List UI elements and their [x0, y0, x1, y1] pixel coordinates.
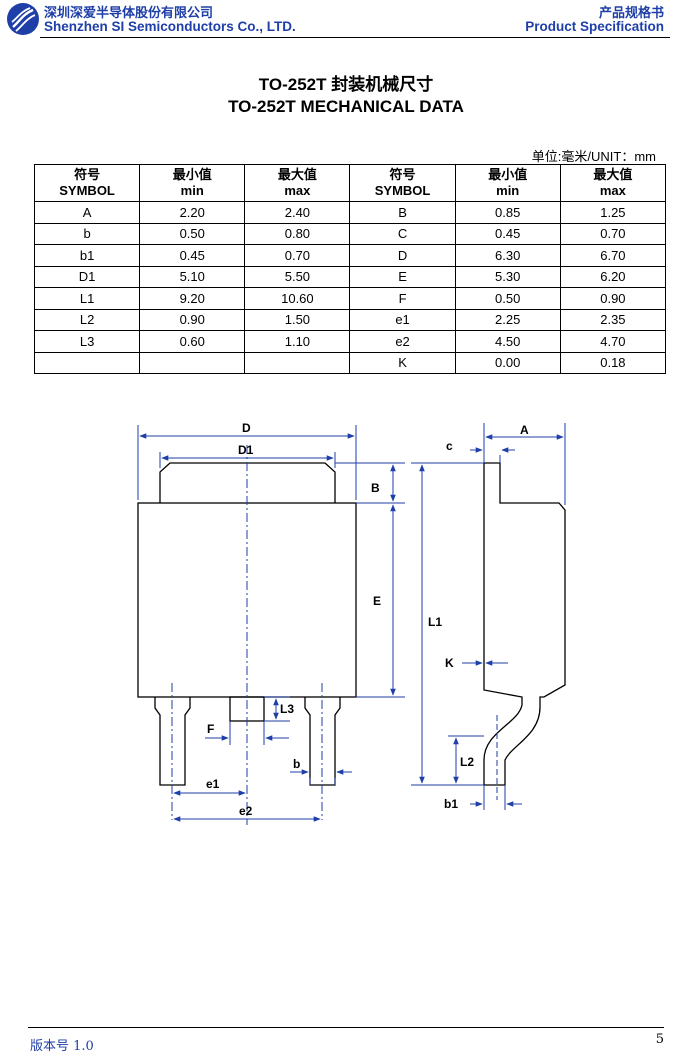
unit-note: 单位:毫米/UNIT：mm	[531, 149, 656, 164]
table-cell: 6.20	[559, 265, 667, 288]
dim-label-F: F	[207, 722, 214, 736]
dim-label-E: E	[373, 594, 381, 608]
table-cell: 5.50	[244, 265, 351, 288]
company-name-cn: 深圳深爱半导体股份有限公司	[44, 5, 214, 20]
table-row: L1 9.20 10.60 F 0.50 0.90	[33, 287, 667, 310]
side-profile	[483, 462, 566, 786]
table-cell: 0.00	[454, 351, 561, 374]
dim-label-L1: L1	[428, 615, 442, 629]
page-number: 5	[655, 1032, 664, 1047]
extension-lines	[137, 425, 405, 785]
dim-label-A: A	[520, 423, 529, 437]
dim-label-b1: b1	[444, 797, 458, 811]
dim-label-e2: e2	[239, 804, 253, 818]
dim-label-K: K	[445, 656, 454, 670]
side-view-labels: A c L1 K L2 b1	[428, 423, 529, 811]
page-title-en: TO-252T MECHANICAL DATA	[228, 97, 464, 116]
table-cell: 10.60	[244, 287, 351, 310]
company-name-en: Shenzhen SI Semiconductors Co., LTD.	[44, 19, 296, 34]
table-row: L2 0.90 1.50 e1 2.25 2.35	[33, 308, 667, 331]
table-cell: 0.80	[244, 222, 351, 245]
table-row: K 0.00 0.18	[33, 351, 667, 374]
page-title-cn: TO-252T 封装机械尺寸	[258, 75, 434, 94]
dimension-lines	[139, 433, 396, 822]
table-row: L3 0.60 1.10 e2 4.50 4.70	[33, 330, 667, 353]
front-view-labels: D D1 B E L3 F b e1 e2	[206, 421, 381, 818]
centerlines	[171, 445, 323, 825]
table-cell: L1	[33, 287, 141, 310]
doc-type-en: Product Specification	[525, 19, 664, 34]
dim-label-L3: L3	[280, 702, 294, 716]
side-dimension-lines	[419, 434, 564, 807]
dim-label-e1: e1	[206, 777, 220, 791]
footer-divider	[28, 1027, 664, 1028]
header-divider	[40, 37, 670, 38]
dim-label-D: D	[242, 421, 251, 435]
side-extension-lines	[411, 423, 566, 810]
version-label: 版本号 1.0	[30, 1039, 94, 1054]
table-row: b 0.50 0.80 C 0.45 0.70	[33, 222, 667, 245]
company-logo-icon	[7, 3, 39, 35]
table-cell: 2.35	[559, 308, 667, 331]
page-header: 深圳深爱半导体股份有限公司 Shenzhen SI Semiconductors…	[0, 0, 692, 40]
table-cell: 0.18	[559, 351, 667, 374]
dim-label-b: b	[293, 757, 300, 771]
table-cell: 0.60	[139, 330, 246, 353]
side-view	[483, 462, 566, 786]
table-cell: K	[349, 351, 456, 374]
table-cell: 5.10	[139, 265, 246, 288]
table-cell: 2.25	[454, 308, 561, 331]
dim-label-L2: L2	[460, 755, 474, 769]
dim-label-B: B	[371, 481, 380, 495]
doc-type-cn: 产品规格书	[598, 5, 664, 20]
dim-label-c: c	[446, 439, 453, 453]
table-cell: L2	[33, 308, 141, 331]
dim-label-D1: D1	[238, 443, 254, 457]
table-cell: 0.85	[454, 201, 561, 224]
